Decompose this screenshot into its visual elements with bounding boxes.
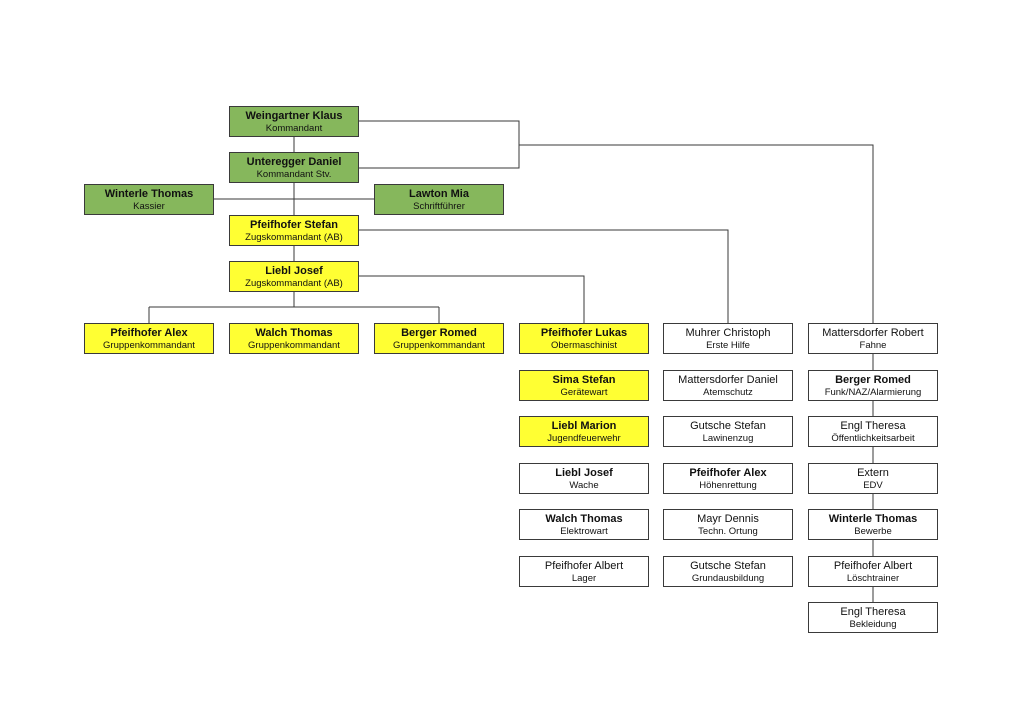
person-name: Liebl Josef: [265, 264, 323, 277]
person-role: Zugskommandant (AB): [245, 277, 343, 289]
person-name: Pfeifhofer Stefan: [249, 218, 338, 231]
connector-line: [359, 120, 520, 169]
person-role: Techn. Ortung: [698, 525, 758, 537]
person-name: Weingartner Klaus: [245, 109, 343, 122]
person-name: Berger Romed: [835, 373, 911, 386]
connector-line: [359, 229, 729, 323]
person-name: Pfeifhofer Alex: [689, 466, 767, 479]
person-name: Mayr Dennis: [697, 512, 759, 525]
person-name: Pfeifhofer Albert: [833, 559, 913, 572]
person-role: EDV: [863, 479, 883, 491]
person-name: Mattersdorfer Robert: [822, 326, 924, 339]
person-name: Berger Romed: [401, 326, 477, 339]
person-role: Bewerbe: [854, 525, 892, 537]
person-role: Schriftführer: [413, 200, 465, 212]
person-role: Zugskommandant (AB): [245, 231, 343, 243]
person-name: Pfeifhofer Alex: [110, 326, 188, 339]
person-name: Sima Stefan: [552, 373, 616, 386]
person-name: Winterle Thomas: [104, 187, 194, 200]
person-name: Liebl Marion: [551, 419, 617, 432]
person-role: Wache: [569, 479, 599, 491]
person-name: Pfeifhofer Lukas: [540, 326, 628, 339]
person-role: Lager: [571, 572, 597, 584]
person-role: Atemschutz: [703, 386, 753, 398]
person-name: Unteregger Daniel: [246, 155, 342, 168]
connector-line: [359, 275, 585, 323]
person-name: Walch Thomas: [545, 512, 623, 525]
person-role: Höhenrettung: [699, 479, 757, 491]
person-role: Gruppenkommandant: [248, 339, 340, 351]
person-name: Gutsche Stefan: [690, 559, 766, 572]
person-name: Engl Theresa: [840, 605, 906, 618]
person-role: Lawinenzug: [702, 432, 754, 444]
person-name: Walch Thomas: [255, 326, 333, 339]
person-role: Jugendfeuerwehr: [547, 432, 621, 444]
person-role: Funk/NAZ/Alarmierung: [824, 386, 922, 398]
person-role: Bekleidung: [849, 618, 897, 630]
person-role: Erste Hilfe: [706, 339, 750, 351]
person-role: Kassier: [133, 200, 165, 212]
person-role: Grundausbildung: [691, 572, 765, 584]
person-role: Gruppenkommandant: [393, 339, 485, 351]
person-role: Kommandant Stv.: [256, 168, 332, 180]
person-name: Winterle Thomas: [828, 512, 918, 525]
person-role: Elektrowart: [560, 525, 608, 537]
person-role: Löschtrainer: [846, 572, 900, 584]
person-name: Extern: [857, 466, 889, 479]
person-name: Muhrer Christoph: [685, 326, 771, 339]
person-role: Gruppenkommandant: [103, 339, 195, 351]
person-role: Fahne: [859, 339, 887, 351]
person-role: Gerätewart: [560, 386, 608, 398]
person-role: Kommandant: [265, 122, 323, 134]
person-name: Mattersdorfer Daniel: [678, 373, 778, 386]
person-role: Obermaschinist: [551, 339, 617, 351]
person-name: Lawton Mia: [409, 187, 469, 200]
connector-line: [519, 144, 874, 323]
person-role: Öffentlichkeitsarbeit: [831, 432, 915, 444]
person-name: Pfeifhofer Albert: [544, 559, 624, 572]
person-name: Liebl Josef: [555, 466, 613, 479]
person-name: Engl Theresa: [840, 419, 906, 432]
person-name: Gutsche Stefan: [690, 419, 766, 432]
